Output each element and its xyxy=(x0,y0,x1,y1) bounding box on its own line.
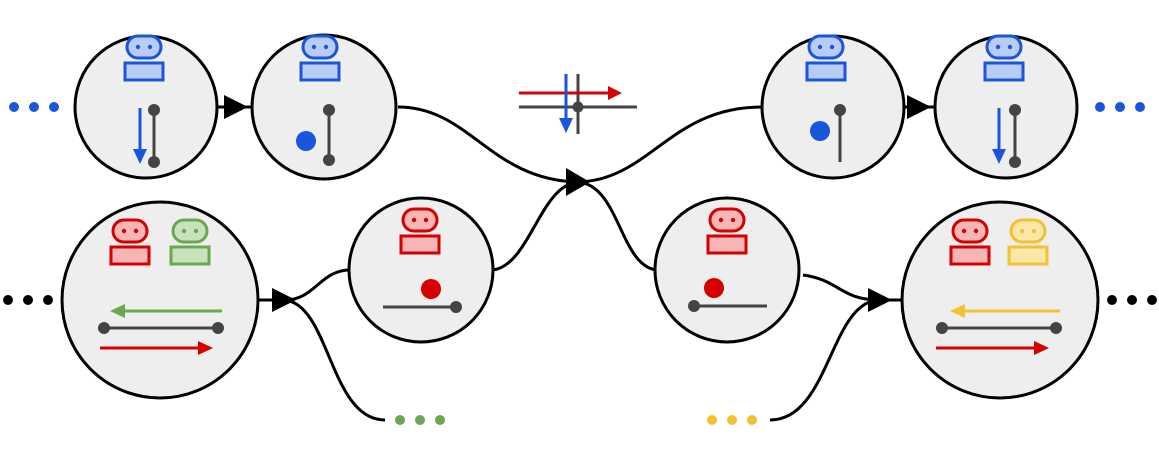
direction-arrow-icon xyxy=(110,304,222,318)
arrowhead-icon xyxy=(272,288,296,312)
arrowhead-icon xyxy=(224,95,248,119)
state-node-blue-1 xyxy=(73,34,219,180)
track-segment-icon xyxy=(688,300,767,312)
arrowheads xyxy=(224,95,931,312)
position-dot-icon xyxy=(810,121,830,141)
state-node-red-green-1 xyxy=(60,200,260,400)
track-segment-icon xyxy=(98,322,224,334)
direction-arrow-icon xyxy=(133,108,147,164)
track-segment-icon xyxy=(323,104,335,166)
direction-arrow-icon xyxy=(992,108,1006,164)
state-node-red-2 xyxy=(347,196,495,344)
edge-red3-ry1 xyxy=(802,273,902,302)
position-dot-icon xyxy=(704,278,724,298)
state-node-red-yellow-1 xyxy=(900,200,1100,400)
position-dot-icon xyxy=(296,131,316,151)
edge-yellow-ry1 xyxy=(769,298,881,422)
ellipsis-dots-icon-blue-left xyxy=(9,102,59,112)
track-segment-icon xyxy=(148,104,160,168)
ellipsis-dots-icon-black-left xyxy=(3,295,53,305)
ellipsis-dots-icon-yellow-bottom xyxy=(707,415,757,425)
direction-arrow-icon xyxy=(950,304,1060,318)
edge-junction-blue3 xyxy=(577,105,763,184)
state-node-blue-3 xyxy=(760,34,906,180)
position-dot-icon xyxy=(421,279,441,299)
edge-red2-junction xyxy=(492,180,579,272)
edge-blue2-junction xyxy=(397,105,579,184)
track-segment-icon xyxy=(936,322,1062,334)
track-segment-icon xyxy=(1009,104,1021,168)
track-segment-icon xyxy=(834,104,846,162)
arrowhead-icon xyxy=(566,168,590,196)
state-node-blue-4 xyxy=(933,34,1079,180)
edge-junction-red3 xyxy=(577,180,659,272)
crossing-junction-icon xyxy=(519,74,637,134)
arrowhead-icon xyxy=(907,95,931,119)
state-node-red-3 xyxy=(653,196,801,344)
ellipsis-dots-icon-black-right xyxy=(1107,295,1157,305)
edge-rg1-red2 xyxy=(258,268,351,302)
track-segment-icon xyxy=(383,301,462,313)
direction-arrow-icon xyxy=(936,341,1049,355)
edge-rg1-green xyxy=(284,298,386,422)
ellipsis-dots-icon-blue-right xyxy=(1095,102,1145,112)
state-node-blue-2 xyxy=(250,33,398,181)
arrowhead-icon xyxy=(868,288,892,312)
direction-arrow-icon xyxy=(100,341,213,355)
ellipsis-dots-icon-green-bottom xyxy=(395,415,445,425)
